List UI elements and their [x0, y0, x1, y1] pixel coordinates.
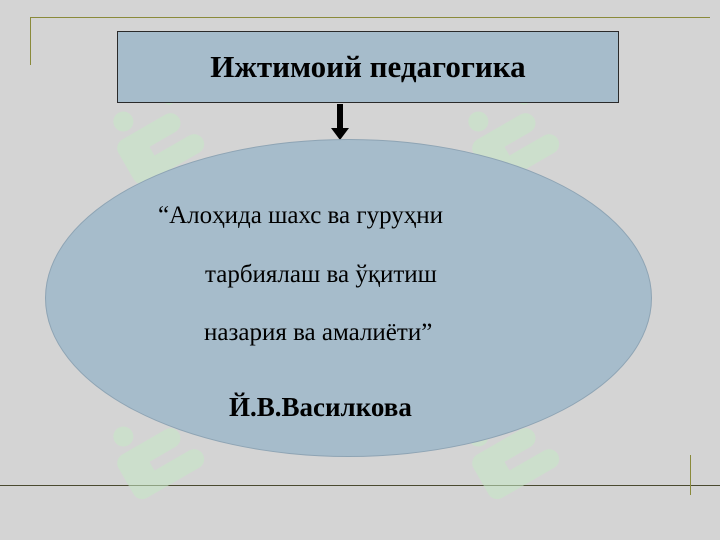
- quote-line-3: назария ва амалиёти”: [204, 319, 433, 346]
- frame-top-line: [30, 17, 710, 18]
- definition-oval: [45, 139, 652, 457]
- quote-line-2: тарбиялаш ва ўқитиш: [205, 261, 437, 288]
- author-name: Й.В.Василкова: [229, 392, 412, 422]
- frame-left-line: [30, 17, 31, 65]
- arrow-down-icon: [331, 104, 349, 140]
- frame-bottom-right-line: [690, 455, 691, 495]
- slide-title: Ижтимоий педагогика: [210, 49, 526, 84]
- quote-line-1: “Алоҳида шахс ва гуруҳни: [158, 202, 444, 229]
- frame-bottom-line: [0, 485, 720, 486]
- title-box: Ижтимоий педагогика: [117, 31, 619, 103]
